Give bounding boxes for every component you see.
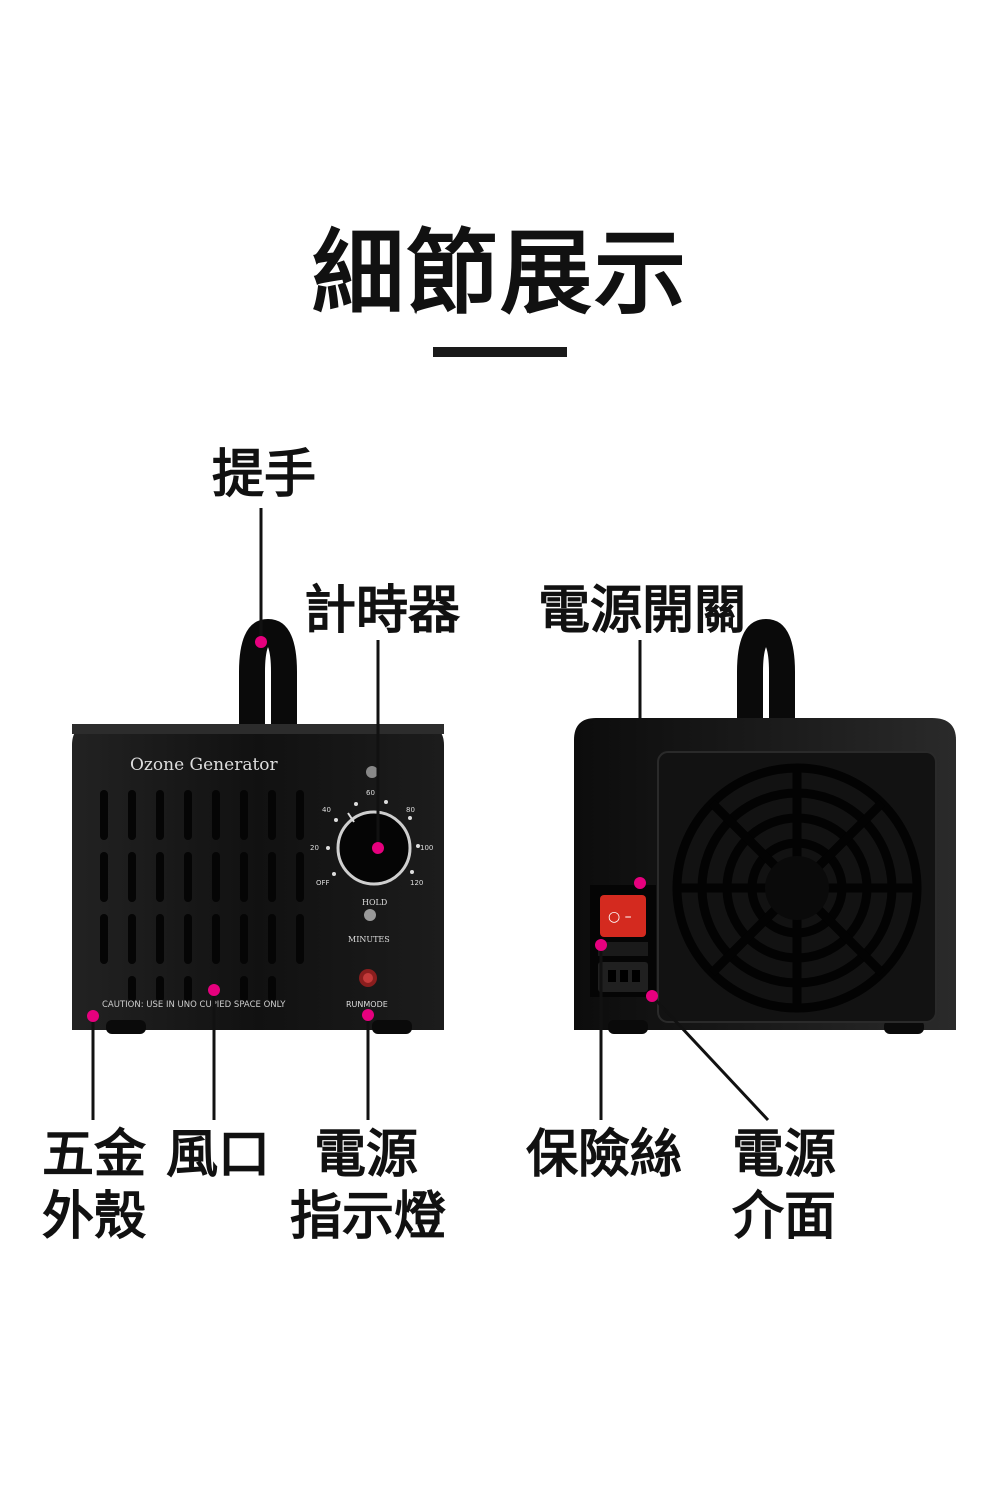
svg-text:○ –: ○ – bbox=[608, 909, 632, 925]
label-power-port-line2: 介面 bbox=[732, 1187, 837, 1247]
markers bbox=[87, 636, 658, 1022]
screw-icon bbox=[366, 766, 378, 778]
runmode-text: RUNMODE bbox=[346, 1000, 388, 1009]
power-port-marker bbox=[646, 990, 658, 1002]
fuse-holder-icon bbox=[598, 942, 648, 956]
label-handle: 提手 bbox=[212, 445, 317, 505]
vent-grid bbox=[100, 790, 304, 1002]
caution-text: CAUTION: USE IN UNO CUPIED SPACE ONLY bbox=[102, 1000, 286, 1010]
dial-tick-label: OFF bbox=[316, 879, 330, 887]
power-switch-marker bbox=[634, 877, 646, 889]
label-power-light-line1: 電源 bbox=[314, 1125, 419, 1185]
hold-text: HOLD bbox=[362, 898, 387, 907]
handle-shape bbox=[239, 618, 297, 738]
dial-tick-label: 60 bbox=[366, 789, 375, 797]
screw-icon bbox=[364, 909, 376, 921]
label-fuse: 保險絲 bbox=[526, 1125, 683, 1185]
timer-marker bbox=[372, 842, 384, 854]
front-unit: Ozone Generator CAUTION: USE IN UNO CUPI… bbox=[72, 618, 444, 1034]
metal-case-marker bbox=[87, 1010, 99, 1022]
fuse-marker bbox=[595, 939, 607, 951]
label-power-switch: 電源開關 bbox=[538, 581, 747, 641]
title-underline bbox=[433, 347, 567, 357]
label-metal-case-line1: 五金 bbox=[42, 1125, 147, 1185]
handle-marker bbox=[255, 636, 267, 648]
label-vent: 風口 bbox=[166, 1125, 271, 1185]
handle-shape bbox=[737, 618, 795, 733]
device-name-text: Ozone Generator bbox=[130, 755, 279, 775]
minutes-text: MINUTES bbox=[348, 935, 390, 944]
back-unit: ○ – bbox=[574, 618, 956, 1034]
page-title: 細節展示 bbox=[311, 220, 688, 327]
leader-lines bbox=[91, 508, 770, 1122]
label-metal-case-line2: 外殼 bbox=[42, 1187, 147, 1247]
label-timer: 計時器 bbox=[304, 581, 461, 641]
dial-tick-label: 40 bbox=[322, 806, 331, 814]
power-light-marker bbox=[362, 1009, 374, 1021]
dial-tick-label: 100 bbox=[420, 844, 433, 852]
dial-tick-label: 120 bbox=[410, 879, 423, 887]
dial-tick-label: 20 bbox=[310, 844, 319, 852]
label-power-light-line2: 指示燈 bbox=[290, 1187, 447, 1247]
label-power-port-line1: 電源 bbox=[732, 1125, 837, 1185]
power-switch-icon bbox=[600, 895, 646, 937]
vent-marker bbox=[208, 984, 220, 996]
front-case bbox=[72, 724, 444, 1030]
dial-tick-label: 80 bbox=[406, 806, 415, 814]
